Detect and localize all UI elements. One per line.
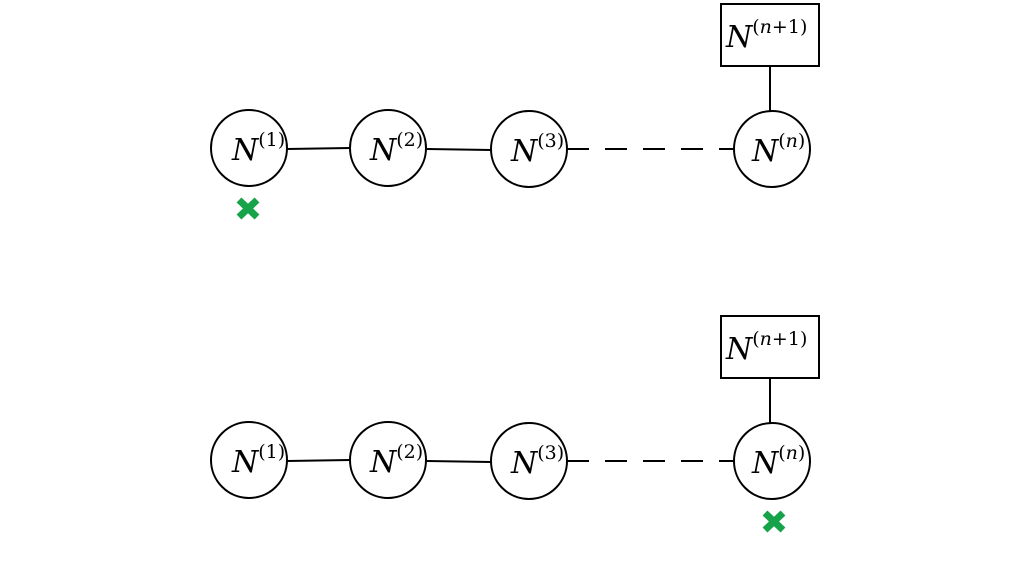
node-nn1-box: N(n+1) xyxy=(720,3,820,67)
svg-text:N(n): N(n) xyxy=(751,130,805,169)
node-n1-base: N xyxy=(231,445,260,480)
node-nn1-base: N xyxy=(725,332,754,367)
svg-text:N(1): N(1) xyxy=(231,129,285,168)
svg-text:N(2): N(2) xyxy=(369,441,423,480)
svg-text:N(n+1): N(n+1) xyxy=(725,328,807,367)
node-n2: N(2) xyxy=(349,109,427,187)
svg-text:N(3): N(3) xyxy=(510,130,564,169)
node-n2-base: N xyxy=(369,445,398,480)
node-n3-base: N xyxy=(510,446,539,481)
node-n3-base: N xyxy=(510,134,539,169)
cross-marker-icon xyxy=(236,197,260,220)
edge-n1-n2 xyxy=(286,147,351,150)
svg-text:N(2): N(2) xyxy=(369,129,423,168)
edge-n1-n2 xyxy=(286,459,351,462)
node-n3: N(3) xyxy=(490,422,568,500)
node-n2-base: N xyxy=(369,133,398,168)
diagram-top: N(1) N(2) N(3) N(n) xyxy=(210,3,820,220)
node-nn-base: N xyxy=(751,134,780,169)
node-nn: N(n) xyxy=(733,422,811,500)
svg-text:N(n): N(n) xyxy=(751,442,805,481)
node-n1-base: N xyxy=(231,133,260,168)
node-n1: N(1) xyxy=(210,421,288,499)
node-nn1-base: N xyxy=(725,20,754,55)
node-n1: N(1) xyxy=(210,109,288,187)
node-nn-base: N xyxy=(751,446,780,481)
edge-n2-n3 xyxy=(426,460,492,463)
svg-text:N(3): N(3) xyxy=(510,442,564,481)
diagram-bottom: N(1) N(2) N(3) N(n) xyxy=(210,315,820,533)
node-nn1-box: N(n+1) xyxy=(720,315,820,379)
node-nn: N(n) xyxy=(733,110,811,188)
svg-text:N(n+1): N(n+1) xyxy=(725,16,807,55)
edge-n2-n3 xyxy=(426,148,492,151)
cross-marker-icon xyxy=(762,510,786,533)
node-n2: N(2) xyxy=(349,421,427,499)
svg-text:N(1): N(1) xyxy=(231,441,285,480)
node-n3: N(3) xyxy=(490,110,568,188)
